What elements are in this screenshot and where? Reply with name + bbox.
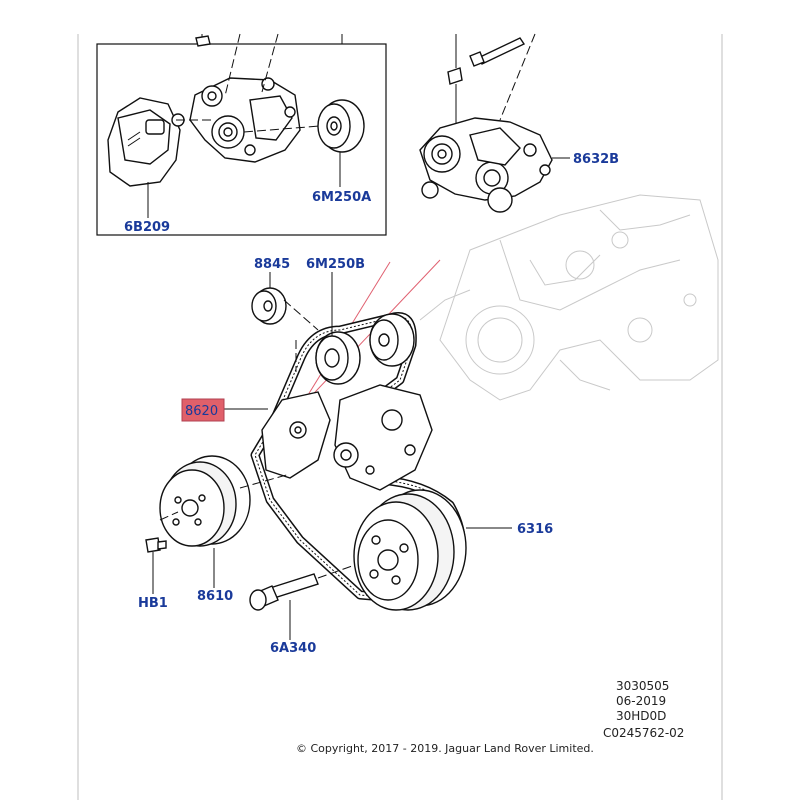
callout-6316: 6316	[517, 522, 553, 537]
tensioner-main	[261, 391, 331, 479]
upper-drive-pulley	[369, 313, 415, 367]
engine-block-ghost	[419, 194, 719, 401]
ref-line-1: 3030505	[616, 679, 669, 693]
callout-6M250B: 6M250B	[306, 257, 365, 272]
inset-bolt	[195, 35, 211, 47]
callout-HB1: HB1	[138, 596, 168, 611]
dash-8610	[239, 473, 291, 489]
ref-line-3: 30HD0D	[616, 709, 666, 723]
callout-8610: 8610	[197, 589, 233, 604]
tensioner-assembly-8632B	[419, 117, 553, 213]
dash-top-right	[499, 33, 536, 121]
water-pump-pulley-8610	[159, 455, 251, 547]
mounting-bracket	[333, 384, 433, 491]
callout-6M250A: 6M250A	[312, 190, 371, 205]
cover-cap-8845	[251, 287, 287, 325]
ref-line-4: C0245762-02	[603, 726, 684, 740]
crankshaft-pulley-6316	[353, 489, 467, 611]
inset-frame	[96, 43, 387, 236]
bolt-long-top-right	[469, 37, 526, 67]
idler-pulley-6M250B	[315, 331, 361, 385]
inset-dash-1	[224, 33, 241, 97]
tensioner-bracket-assembly	[189, 77, 301, 163]
callout-8845: 8845	[254, 257, 290, 272]
callout-6A340: 6A340	[270, 641, 316, 656]
callout-8632B: 8632B	[573, 152, 619, 167]
crankshaft-bolt-6A340	[249, 573, 319, 611]
bolt-vertical-top	[447, 44, 463, 124]
callout-6B209: 6B209	[124, 220, 170, 235]
callout-8620-highlight	[181, 398, 225, 422]
dash-8845	[283, 299, 319, 331]
dash-6A340	[317, 565, 353, 579]
copyright-notice: © Copyright, 2017 - 2019. Jaguar Land Ro…	[296, 742, 594, 755]
callout-8620: 8620	[185, 404, 218, 419]
inset-dash-2	[261, 33, 279, 93]
bolt-HB1	[145, 537, 167, 553]
tensioner-cover-6B209	[107, 97, 185, 187]
ref-line-2: 06-2019	[616, 694, 666, 708]
idler-pulley-6M250A	[317, 99, 365, 153]
dash-hb1	[159, 511, 179, 521]
